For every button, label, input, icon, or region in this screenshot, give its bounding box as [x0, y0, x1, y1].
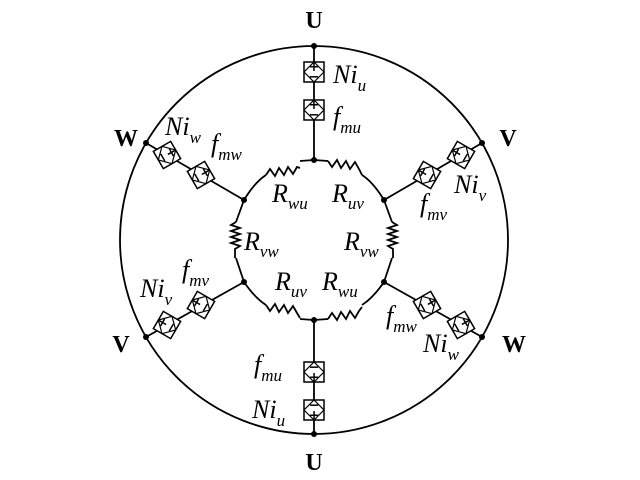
sources: +−+−+−+−+−+−+−+−+−+−+−+− — [152, 60, 476, 422]
plus-symbol: + — [309, 407, 320, 422]
phase-label-upper-left: W — [114, 126, 138, 152]
resistor-top-right — [327, 158, 363, 176]
minus-symbol: − — [309, 359, 320, 374]
source-label-ul-outer: Niw — [164, 112, 202, 147]
source-lr-outer: +− — [446, 310, 476, 340]
resistor-label-left: Rvw — [243, 227, 279, 261]
phase-label-top: U — [305, 8, 322, 34]
minus-symbol: − — [309, 70, 320, 85]
resistor-label-bottom-right: Rwu — [321, 267, 358, 301]
resistor-right — [385, 221, 400, 258]
source-top-outer: +− — [303, 60, 325, 85]
source-label-bottom-outer: Niu — [251, 395, 285, 430]
source-ur-inner: +− — [412, 160, 442, 190]
source-label-ul-inner: fmw — [211, 129, 243, 164]
source-top-inner: +− — [303, 98, 325, 123]
source-label-lr-outer: Niw — [422, 329, 460, 364]
source-label-ll-inner: fmv — [182, 255, 210, 290]
source-bottom-inner: +− — [303, 359, 325, 384]
resistor-top-left — [265, 165, 301, 178]
resistor-bottom-right — [327, 306, 363, 322]
resistor-bottom-left — [265, 302, 301, 319]
minus-symbol: − — [309, 108, 320, 123]
phase-label-upper-right: V — [499, 126, 517, 152]
source-label-ll-outer: Niv — [139, 274, 173, 309]
source-label-ur-outer: Niv — [453, 170, 487, 205]
plus-symbol: + — [309, 98, 320, 113]
nodes — [143, 43, 485, 437]
source-bottom-outer: +− — [303, 397, 325, 422]
source-lr-inner: +− — [412, 290, 442, 320]
source-label-lr-inner: fmw — [386, 301, 418, 336]
source-label-top-outer: Niu — [332, 60, 366, 95]
phase-label-bottom: U — [305, 450, 322, 476]
source-label-ur-inner: fmv — [420, 189, 448, 224]
resistor-left — [228, 221, 243, 258]
minus-symbol: − — [309, 397, 320, 412]
source-ll-inner: +− — [186, 290, 216, 320]
phase-label-lower-left: V — [112, 332, 130, 358]
phase-label-lower-right: W — [502, 332, 526, 358]
resistor-label-top-right: Ruv — [331, 179, 364, 213]
source-label-top-inner: fmu — [333, 102, 361, 137]
source-label-bottom-inner: fmu — [254, 350, 282, 385]
resistor-label-top-left: Rwu — [271, 179, 308, 213]
resistor-label-right: Rvw — [343, 227, 379, 261]
resistor-label-bottom-left: Ruv — [274, 267, 307, 301]
source-ll-outer: +− — [152, 310, 182, 340]
source-ul-inner: +− — [186, 160, 216, 190]
plus-symbol: + — [309, 369, 320, 384]
source-ur-outer: +− — [446, 140, 476, 170]
plus-symbol: + — [309, 60, 320, 75]
source-ul-outer: +− — [152, 140, 182, 170]
